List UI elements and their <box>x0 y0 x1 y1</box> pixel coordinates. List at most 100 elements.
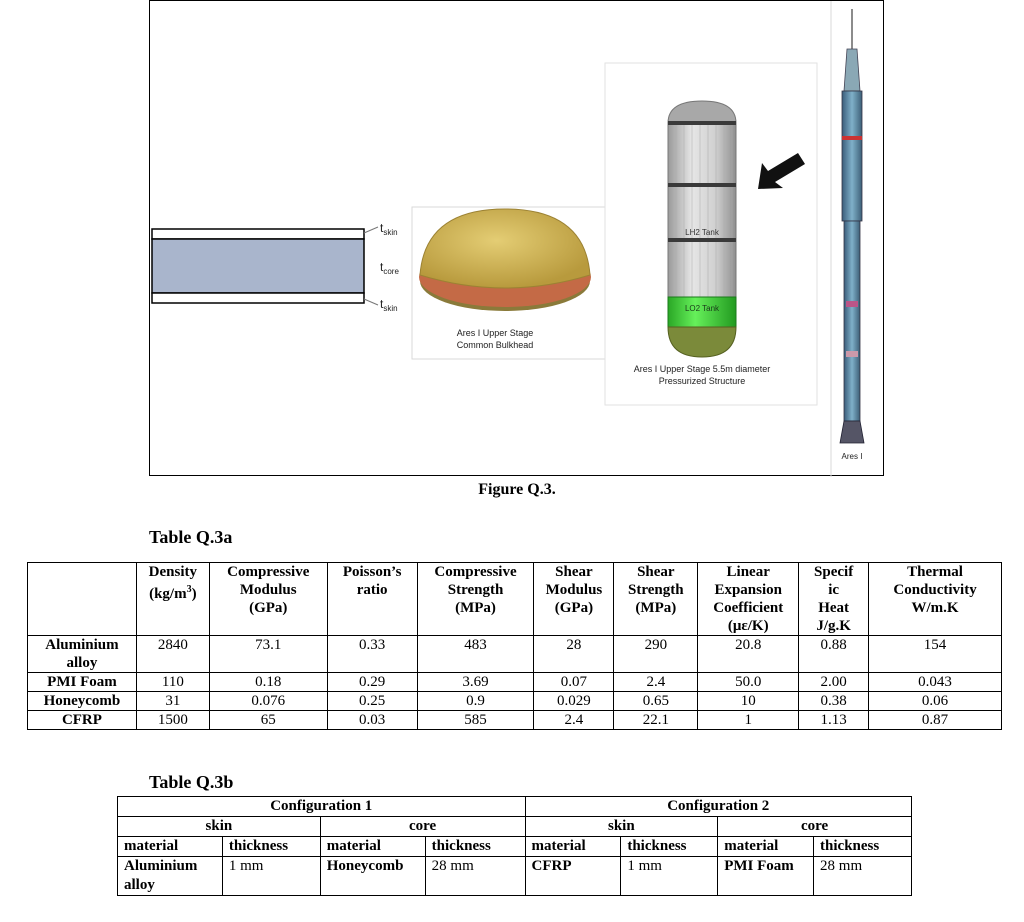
table-b-layer-row: skin core skin core <box>117 816 912 837</box>
cell: 3.69 <box>416 672 535 692</box>
cell: 585 <box>416 710 535 730</box>
cell: 0.03 <box>326 710 418 730</box>
c1-skin-material-header: material <box>117 836 223 857</box>
cell: 0.65 <box>613 691 699 711</box>
cell: 20.8 <box>697 635 800 673</box>
c2-core-material-header: material <box>717 836 815 857</box>
c1-skin-thickness: 1 mm <box>221 856 321 896</box>
row-name: Honeycomb <box>27 691 137 711</box>
c2-core-material: PMI Foam <box>717 856 815 896</box>
svg-text:tcore: tcore <box>380 260 399 276</box>
cell: 0.06 <box>868 691 1002 711</box>
cell: 31 <box>135 691 210 711</box>
cell: 0.18 <box>208 672 328 692</box>
bulkhead-caption-line1: Ares I Upper Stage <box>457 328 534 338</box>
t-core-sub: core <box>383 267 399 276</box>
skin-bottom-layer <box>151 292 365 304</box>
c2-core-thickness: 28 mm <box>813 856 912 896</box>
figure-illustration: tskin tcore tskin Ares I Upper Stage Com… <box>151 1 865 477</box>
cell: 2.4 <box>533 710 615 730</box>
cell: 1500 <box>135 710 210 730</box>
svg-text:tskin: tskin <box>380 297 398 313</box>
lh2-tank-label: LH2 Tank <box>685 228 720 237</box>
c1-skin-thickness-header: thickness <box>221 836 321 857</box>
t-skin-top-label: t <box>380 221 384 235</box>
table-b-subheader-row: material thickness material thickness ma… <box>117 836 912 857</box>
cell: 0.043 <box>868 672 1002 692</box>
c2-skin-material-header: material <box>524 836 622 857</box>
cell: 50.0 <box>697 672 800 692</box>
cell: 0.25 <box>326 691 418 711</box>
c1-skin-material: Aluminium alloy <box>117 856 223 896</box>
skin-top-layer <box>151 228 365 240</box>
cell: 0.38 <box>798 691 870 711</box>
row-name: PMI Foam <box>27 672 137 692</box>
table-row: PMI Foam 110 0.18 0.29 3.69 0.07 2.4 50.… <box>27 672 1002 692</box>
c2-core-header: core <box>717 816 912 837</box>
rocket-label: Ares I <box>842 452 863 461</box>
t-skin-top-sub: skin <box>383 228 397 237</box>
bulkhead-caption-line2: Common Bulkhead <box>457 340 534 350</box>
sandwich-panel <box>151 226 379 306</box>
config2-header: Configuration 2 <box>524 796 912 817</box>
tank-panel <box>604 62 818 406</box>
cell: 0.029 <box>533 691 615 711</box>
table-b: Configuration 1 Configuration 2 skin cor… <box>117 796 912 896</box>
table-row: Honeycomb 31 0.076 0.25 0.9 0.029 0.65 1… <box>27 691 1002 711</box>
c2-skin-material: CFRP <box>524 856 622 896</box>
cell: 2.00 <box>798 672 870 692</box>
cell: 0.33 <box>326 635 418 673</box>
table-b-title: Table Q.3b <box>149 772 234 792</box>
table-row: Aluminium alloy 1 mm Honeycomb 28 mm CFR… <box>117 856 912 896</box>
table-row: CFRP 1500 65 0.03 585 2.4 22.1 1 1.13 0.… <box>27 710 1002 730</box>
header-blank <box>27 562 137 636</box>
c2-skin-header: skin <box>524 816 719 837</box>
figure-caption: Figure Q.3. <box>478 481 556 498</box>
c1-core-material: Honeycomb <box>319 856 426 896</box>
cell: 0.076 <box>208 691 328 711</box>
t-skin-bottom-sub: skin <box>383 304 397 313</box>
c1-core-header: core <box>319 816 526 837</box>
c2-core-thickness-header: thickness <box>813 836 912 857</box>
rocket-panel <box>830 1 865 477</box>
config1-header: Configuration 1 <box>117 796 526 817</box>
cell: 1 <box>697 710 800 730</box>
lo2-tank-label: LO2 Tank <box>685 304 720 313</box>
row-name: Aluminium alloy <box>27 635 137 673</box>
c1-core-thickness: 28 mm <box>424 856 526 896</box>
c1-core-thickness-header: thickness <box>424 836 526 857</box>
row-name: CFRP <box>27 710 137 730</box>
cell: 28 <box>533 635 615 673</box>
c1-skin-header: skin <box>117 816 321 837</box>
cell: 10 <box>697 691 800 711</box>
table-row: Aluminium alloy 2840 73.1 0.33 483 28 29… <box>27 635 1002 673</box>
cell: 110 <box>135 672 210 692</box>
cell: 22.1 <box>613 710 699 730</box>
cell: 0.88 <box>798 635 870 673</box>
t-core-label: t <box>380 260 384 274</box>
t-skin-bottom-label: t <box>380 297 384 311</box>
cell: 2840 <box>135 635 210 673</box>
cell: 483 <box>416 635 535 673</box>
table-b-config-row: Configuration 1 Configuration 2 <box>117 796 912 817</box>
header-density: Density(kg/m3) <box>135 562 210 636</box>
arrow-down-left-icon <box>758 153 805 189</box>
cell: 73.1 <box>208 635 328 673</box>
cell: 2.4 <box>613 672 699 692</box>
c1-core-material-header: material <box>319 836 426 857</box>
cell: 1.13 <box>798 710 870 730</box>
c2-skin-thickness-header: thickness <box>620 836 719 857</box>
structure-caption-line1: Ares I Upper Stage 5.5m diameter <box>634 364 771 374</box>
figure-frame: tskin tcore tskin Ares I Upper Stage Com… <box>149 0 884 477</box>
cell: 0.9 <box>416 691 535 711</box>
cell: 65 <box>208 710 328 730</box>
cell: 0.07 <box>533 672 615 692</box>
